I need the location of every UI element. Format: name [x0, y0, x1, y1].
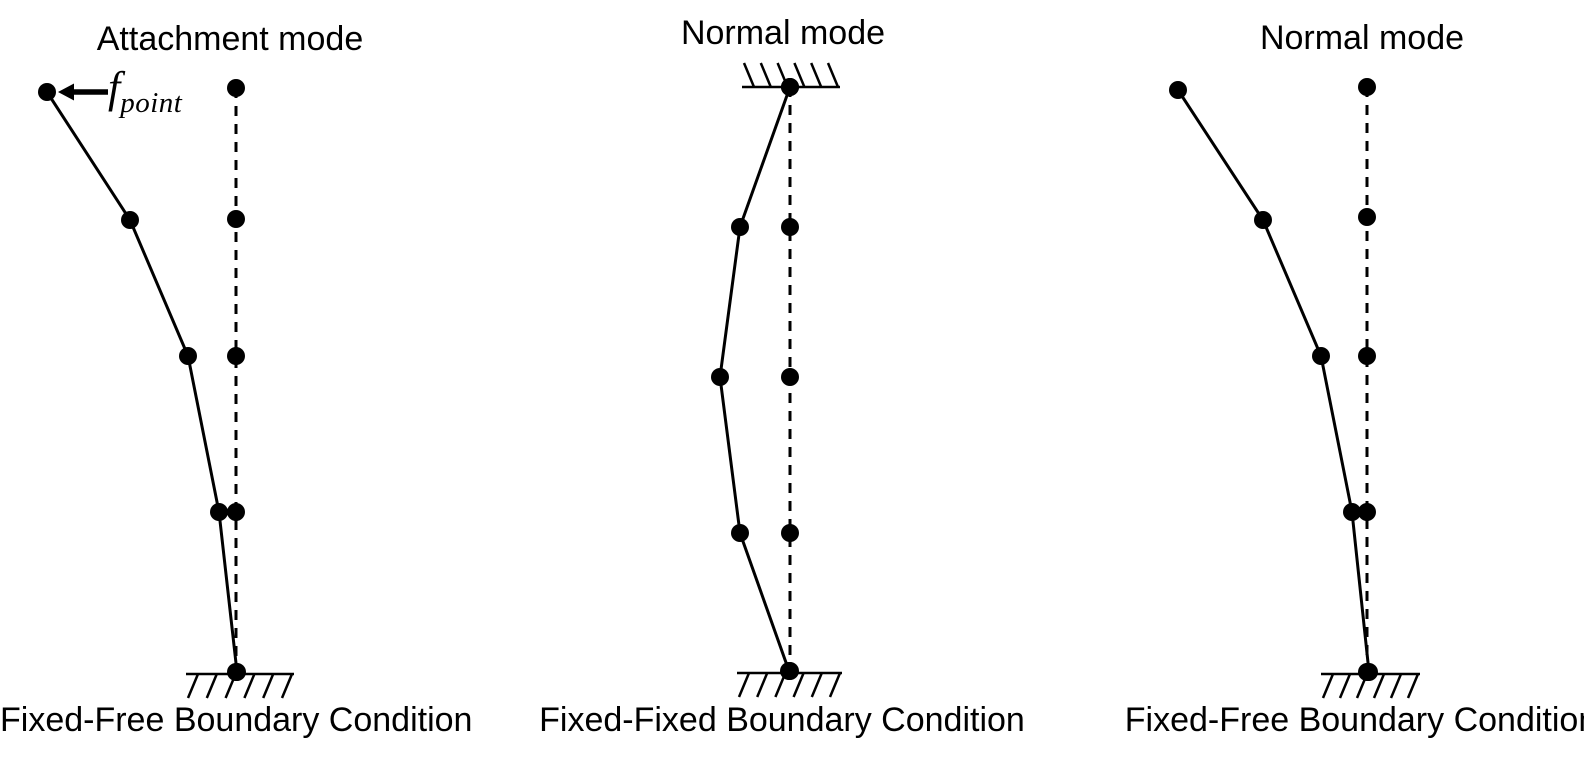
panel-title-normal-mode-fixed-free: Normal mode [1259, 19, 1465, 57]
deflected-beam-line [718, 86, 792, 672]
reference-node-dot [1358, 503, 1376, 521]
beam-node-dot [731, 524, 749, 542]
beam-node-dot [179, 347, 197, 365]
caption-fixed-free-right: Fixed-Free Boundary Condition [1124, 701, 1584, 739]
force-label-base: f [108, 63, 121, 112]
support-hatch-mark [756, 672, 769, 698]
reference-node-dot [1358, 78, 1376, 96]
support-hatch-mark [810, 62, 823, 88]
support-hatch-mark [1321, 673, 1335, 699]
reference-node-dot [781, 524, 799, 542]
reference-node-dot [1358, 347, 1376, 365]
force-point-label: fpoint [108, 62, 182, 119]
support-hatch-mark [205, 673, 218, 699]
panel-title-attachment-mode: Attachment mode [96, 20, 364, 58]
reference-node-dot [1358, 208, 1376, 226]
support-hatch-mark [186, 673, 200, 699]
support-hatch-mark [759, 62, 772, 88]
beam-node-dot [731, 218, 749, 236]
reference-node-dot [227, 503, 245, 521]
reference-node-dot [227, 210, 245, 228]
beam-node-dot [38, 83, 56, 101]
support-hatch-mark [280, 673, 294, 699]
beam-node-dot [1312, 347, 1330, 365]
deflected-beam-line [1176, 89, 1371, 673]
force-arrow-head [58, 83, 74, 101]
reference-node-dot [227, 79, 245, 97]
panel-title-normal-mode-fixed-fixed: Normal mode [680, 14, 886, 52]
support-hatch-mark [1372, 673, 1386, 699]
beam-node-dot [210, 503, 228, 521]
support-hatch-mark [792, 672, 805, 698]
beam-node-dot [780, 662, 798, 680]
support-hatch-mark [793, 62, 806, 88]
beam-node-dot [781, 78, 799, 96]
support-hatch-mark [1338, 673, 1352, 699]
beam-node-dot [1360, 663, 1378, 681]
support-hatch-mark [810, 672, 823, 698]
beam-node-dot [228, 663, 246, 681]
reference-node-dot [227, 347, 245, 365]
support-hatch-mark [742, 62, 756, 88]
support-hatch-mark [1389, 673, 1403, 699]
force-label-subscript: point [120, 87, 183, 119]
deflected-beam-line [45, 91, 239, 673]
support-hatch-mark [828, 672, 842, 698]
beam-node-dot [121, 211, 139, 229]
reference-node-dot [781, 368, 799, 386]
beam-node-dot [1343, 503, 1361, 521]
support-hatch-mark [262, 673, 275, 699]
beam-node-dot [1169, 81, 1187, 99]
caption-fixed-free-left: Fixed-Free Boundary Condition [0, 701, 473, 739]
reference-node-dot [781, 218, 799, 236]
support-hatch-mark [243, 673, 256, 699]
beam-node-dot [1254, 211, 1272, 229]
support-hatch-mark [1406, 673, 1420, 699]
caption-fixed-fixed: Fixed-Fixed Boundary Condition [539, 701, 1025, 739]
support-hatch-mark [826, 62, 840, 88]
beam-node-dot [711, 368, 729, 386]
support-hatch-mark [737, 672, 751, 698]
